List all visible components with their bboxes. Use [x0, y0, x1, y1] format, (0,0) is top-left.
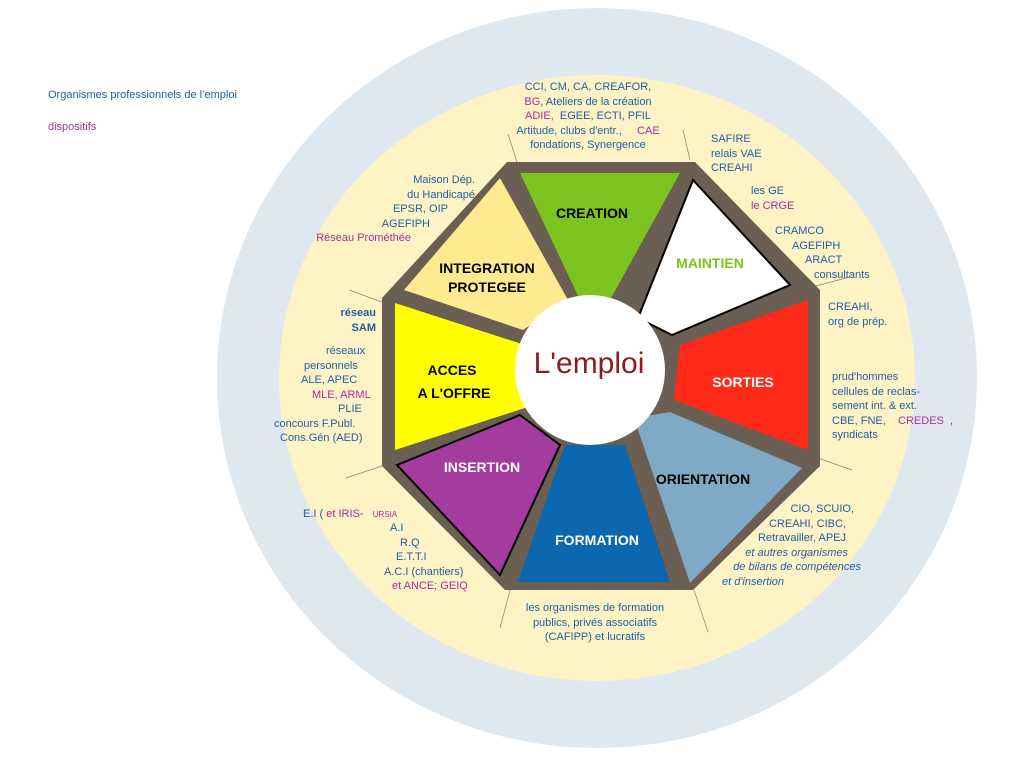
text-line: A.C.I (chantiers): [384, 565, 464, 578]
legend-dispositifs: dispositifs: [48, 121, 97, 133]
integration-label-1: INTEGRATION: [439, 260, 534, 276]
text-line: et ANCE; GEIQ: [392, 580, 468, 592]
segment-orientation: [634, 412, 802, 583]
integration-organisations: Maison Dép. du Handicapé EPSR, OIP AGEFI…: [300, 173, 475, 246]
text-line: A.I: [390, 522, 404, 534]
text-line: syndicats: [832, 429, 878, 441]
text-part: Artitude, clubs d'entr.,: [516, 124, 622, 137]
center-label: L'emploi: [534, 347, 645, 380]
text-line: concours F.Publ.: [274, 417, 356, 430]
text-part: EGEE: [559, 110, 591, 122]
text-line: AGEFIPH: [381, 217, 430, 230]
text-part: CAE: [637, 124, 660, 137]
text-line: PLIE: [338, 403, 362, 415]
text-line: ARACT: [805, 254, 843, 266]
text-line: cellules de reclas-: [832, 385, 921, 398]
text-line: (CAFIPP) et lucratifs: [544, 631, 646, 643]
text-part: URSIA: [372, 510, 398, 519]
text-part: , ECTI, PFIL: [590, 110, 651, 122]
text-line: de bilans de compétences: [733, 561, 861, 573]
text-part: , Ateliers de la création: [540, 95, 652, 108]
text-line: ALE, APEC: [301, 374, 358, 386]
text-line: publics, privés associatifs: [532, 616, 658, 629]
text-line: R.Q: [400, 536, 420, 549]
text-line: réseau: [340, 307, 376, 319]
text-line: consultants: [814, 268, 870, 281]
text-line: sement int. & ext.: [832, 400, 917, 412]
text-line: org de prép.: [828, 315, 888, 328]
sorties-organisations-a: CREAHI, org de prép.: [828, 300, 887, 329]
insertion-organisations-list: A.I R.Q E.T.T.I A.C.I (chantiers) et ANC…: [384, 521, 468, 594]
creation-organisations: CCI, CM, CA, CREAFOR, BG, Ateliers de la…: [500, 80, 676, 153]
segment-sorties: [674, 300, 808, 450]
center-circle: [515, 295, 665, 445]
text-line: réseaux: [326, 345, 366, 357]
integration-label-2: PROTEGEE: [448, 279, 526, 295]
text-part: E.I (: [303, 508, 324, 520]
text-part: BG: [524, 95, 541, 108]
text-line: CREAHI,: [828, 301, 873, 313]
segment-creation: [520, 173, 680, 300]
segment-formation: [518, 445, 670, 582]
text-line: Réseau Prométhée: [316, 232, 411, 244]
text-line: du Handicapé: [407, 188, 475, 201]
divider-lines: [345, 129, 853, 633]
text-line: CCI, CM, CA, CREAFOR,: [524, 81, 652, 93]
text-part: CBE, FNE,: [832, 414, 886, 427]
segment-insertion: [395, 413, 562, 577]
insertion-label: INSERTION: [444, 459, 520, 475]
sorties-label: SORTIES: [712, 374, 773, 390]
orientation-organisations: CIO, SCUIO, CREAHI, CIBC, Retravailler, …: [700, 502, 862, 589]
segment-acces: [395, 303, 525, 450]
creation-label: CREATION: [556, 205, 628, 221]
text-line: CIO, SCUIO,: [790, 503, 854, 515]
maintien-organisations-b: les GE le CRGE: [751, 184, 794, 213]
segment-maintien: [636, 178, 792, 337]
text-line: CRAMCO: [775, 225, 824, 237]
text-line: SAFIRE: [711, 133, 751, 145]
maintien-organisations-a: SAFIRE relais VAE CREAHI: [711, 132, 762, 176]
text-line: prud'hommes: [832, 371, 899, 383]
text-line: EPSR, OIP: [392, 203, 448, 215]
acces-label-1: ACCES: [427, 362, 476, 378]
text-line: CREAHI, CIBC,: [768, 517, 846, 530]
text-part: ,: [950, 414, 954, 427]
acces-organisations: réseaux personnels ALE, APEC MLE, ARML P…: [272, 344, 372, 446]
text-line: MLE, ARML: [312, 388, 371, 401]
text-line: et d'insertion: [721, 575, 784, 588]
text-line: Retravailler, APEJ: [757, 532, 846, 544]
text-line: Maison Dép.: [413, 174, 475, 186]
sorties-organisations-b: prud'hommes cellules de reclas- sement i…: [832, 370, 953, 443]
maintien-organisations-c: CRAMCO AGEFIPH ARACT consultants: [775, 224, 870, 282]
text-line: le CRGE: [751, 199, 795, 212]
text-line: E.T.T.I: [396, 551, 427, 563]
text-line: SAM: [351, 321, 376, 334]
acces-label-2: A L'OFFRE: [418, 385, 491, 401]
acces-reseau-sam: réseau SAM: [300, 306, 376, 335]
segment-integration: [404, 178, 568, 330]
text-part: CREDES: [898, 414, 944, 427]
text-line: relais VAE: [711, 147, 762, 160]
text-part: et IRIS-: [326, 508, 364, 520]
text-line: et autres organismes: [745, 546, 848, 559]
formation-organisations: les organismes de formation publics, pri…: [505, 601, 685, 645]
text-line: les GE: [751, 185, 785, 197]
text-line: AGEFIPH: [792, 239, 841, 252]
formation-label: FORMATION: [555, 532, 639, 548]
text-line: fondations, Synergence: [530, 139, 646, 151]
text-part: ADIE,: [525, 110, 554, 122]
insertion-organisations: E.I ( et IRIS- URSIA: [303, 507, 397, 523]
text-line: les organismes de formation: [525, 602, 665, 614]
text-line: CREAHI: [711, 162, 753, 174]
orientation-label: ORIENTATION: [656, 471, 750, 487]
text-line: personnels: [304, 359, 358, 372]
maintien-label: MAINTIEN: [676, 255, 744, 271]
text-line: Cons.Gén (AED): [280, 432, 363, 444]
legend-organismes: Organismes professionnels de l’emploi: [48, 89, 237, 101]
